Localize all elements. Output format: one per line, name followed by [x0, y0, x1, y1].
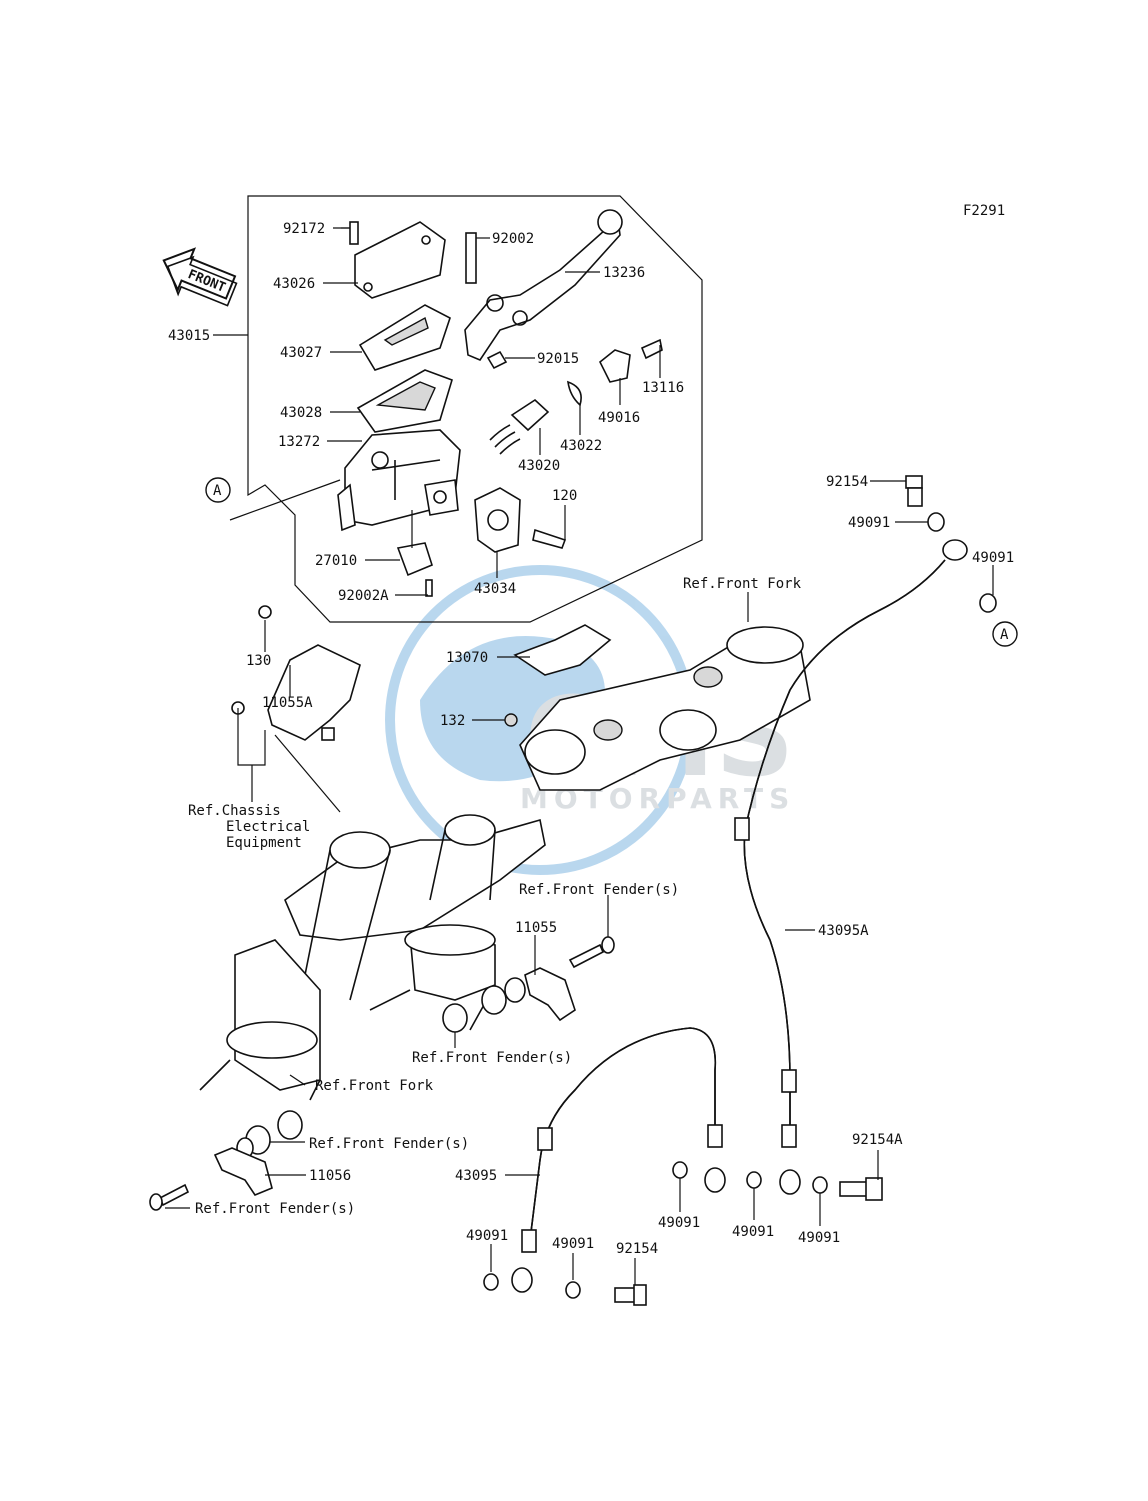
collar-lower: [236, 1110, 303, 1159]
label-11055a: 11055A: [262, 695, 313, 711]
pivot-bolt: [640, 338, 663, 360]
svg-text:A: A: [213, 483, 222, 499]
label-11055: 11055: [515, 920, 557, 936]
label-43034: 43034: [474, 581, 516, 597]
label-43020: 43020: [518, 458, 560, 474]
diaphragm-plate: [358, 304, 451, 371]
master-cylinder-body: [337, 429, 461, 532]
front-arrow-icon: FRONT: [162, 247, 238, 307]
label-43095: 43095: [455, 1168, 497, 1184]
label-49091-a: 49091: [848, 515, 890, 531]
leader-lines: [165, 227, 994, 1285]
label-49091-g: 49091: [798, 1230, 840, 1246]
washer-49091-c: [483, 1273, 499, 1291]
ref-front-fender-upper: Ref.Front Fender(s): [519, 882, 679, 898]
label-49091-e: 49091: [658, 1215, 700, 1231]
ref-front-fender-mid: Ref.Front Fender(s): [412, 1050, 572, 1066]
label-49091-f: 49091: [732, 1224, 774, 1240]
washer-49091-b: [979, 593, 997, 613]
label-13116: 13116: [642, 380, 684, 396]
label-43027: 43027: [280, 345, 322, 361]
ref-chassis-2: Electrical: [226, 819, 310, 835]
label-132: 132: [440, 713, 465, 729]
label-92002a: 92002A: [338, 588, 389, 604]
brake-hose-43095: [511, 1027, 726, 1293]
reservoir-cap: [341, 221, 446, 299]
label-130: 130: [246, 653, 271, 669]
label-27010: 27010: [315, 553, 357, 569]
label-11056: 11056: [309, 1168, 351, 1184]
collar-upper: [442, 977, 526, 1033]
brake-lever: [464, 209, 623, 370]
ref-front-fender-lower: Ref.Front Fender(s): [309, 1136, 469, 1152]
label-92154a: 92154A: [852, 1132, 903, 1148]
label-49091-b: 49091: [972, 550, 1014, 566]
washer-49091-d: [565, 1281, 581, 1299]
label-92015: 92015: [537, 351, 579, 367]
lower-triple-clamp: [284, 814, 546, 1001]
label-92002: 92002: [492, 231, 534, 247]
ref-marker-a-left: A: [205, 477, 231, 503]
bracket-11055a: [231, 605, 361, 741]
ref-front-fork-top: Ref.Front Fork: [683, 576, 802, 592]
brake-hose-43095a: [734, 539, 968, 1195]
holder-clamp: [474, 487, 567, 553]
diaphragm: [356, 369, 453, 433]
label-43015: 43015: [168, 328, 210, 344]
bolt-132: [504, 713, 518, 727]
label-13236: 13236: [603, 265, 645, 281]
ref-front-fork-lower: Ref.Front Fork: [315, 1078, 434, 1094]
label-13272: 13272: [278, 434, 320, 450]
label-13070: 13070: [446, 650, 488, 666]
svg-text:A: A: [1000, 627, 1009, 643]
label-92154-top: 92154: [826, 474, 868, 490]
label-49091-c: 49091: [466, 1228, 508, 1244]
label-43022: 43022: [560, 438, 602, 454]
label-49016: 49016: [598, 410, 640, 426]
ref-chassis-3: Equipment: [226, 835, 302, 851]
adjuster-bushing: [598, 349, 631, 383]
upper-triple-clamp: [519, 626, 811, 791]
cable-guide-13070: [513, 624, 612, 676]
label-49091-d: 49091: [552, 1236, 594, 1252]
master-cylinder-group-outline: [247, 195, 703, 623]
label-43028: 43028: [280, 405, 322, 421]
ref-chassis-1: Ref.Chassis: [188, 803, 281, 819]
piston-kit: [489, 398, 550, 455]
ref-marker-a-right: A: [992, 621, 1018, 647]
washer-49091-a: [927, 512, 945, 532]
washer-49091-g: [812, 1176, 828, 1194]
snap-ring: [567, 380, 582, 407]
clamp-11055: [524, 967, 576, 1022]
banjo-bolt-92154-bottom: [614, 1284, 647, 1306]
fork-tube-left: [199, 939, 321, 1101]
bolt-front-fender-lower: [149, 1183, 190, 1211]
diagram-id: F2291: [963, 203, 1005, 219]
banjo-bolt-92154-top: [905, 475, 923, 507]
brake-switch: [396, 510, 433, 597]
label-43026: 43026: [273, 276, 315, 292]
label-92154-bottom: 92154: [616, 1241, 658, 1257]
fork-tube-right: [369, 924, 496, 1031]
ref-front-fender-bottom: Ref.Front Fender(s): [195, 1201, 355, 1217]
washer-49091-e: [672, 1161, 688, 1179]
clamp-11056: [213, 1147, 273, 1196]
label-92172: 92172: [283, 221, 325, 237]
washer-49091-f: [746, 1171, 762, 1189]
banjo-bolt-92154a: [839, 1177, 883, 1201]
label-43095a: 43095A: [818, 923, 869, 939]
bolt-front-fender-upper: [568, 936, 615, 969]
label-120: 120: [552, 488, 577, 504]
